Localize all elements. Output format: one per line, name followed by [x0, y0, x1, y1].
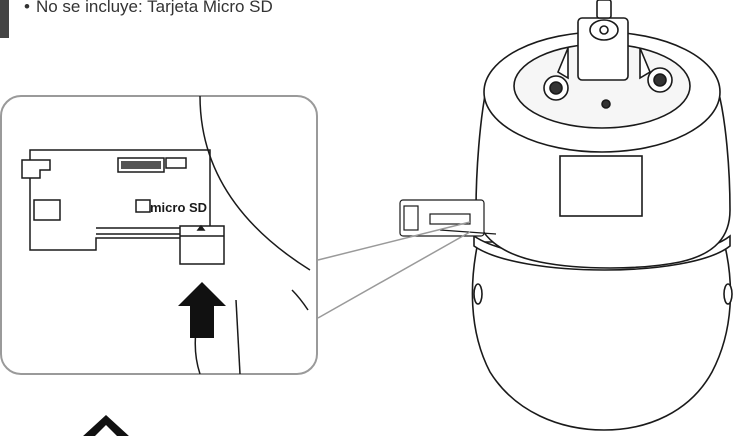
zoom-inset: micro SD: [0, 95, 318, 375]
note-text: No se incluye: Tarjeta Micro SD: [35, 0, 273, 16]
insert-direction-arrow-icon: [178, 282, 226, 338]
dome-camera: [471, 0, 733, 431]
warning-triangle-icon: [83, 415, 129, 436]
note-item: • No se incluye: Tarjeta Micro SD: [24, 0, 273, 22]
note-bullet: •: [24, 0, 30, 16]
micro-sd-logo-label: micro SD: [150, 200, 207, 215]
sd-slot-module: [399, 199, 497, 237]
callout-connector: [317, 221, 471, 319]
section-tab-marker: [0, 0, 9, 38]
